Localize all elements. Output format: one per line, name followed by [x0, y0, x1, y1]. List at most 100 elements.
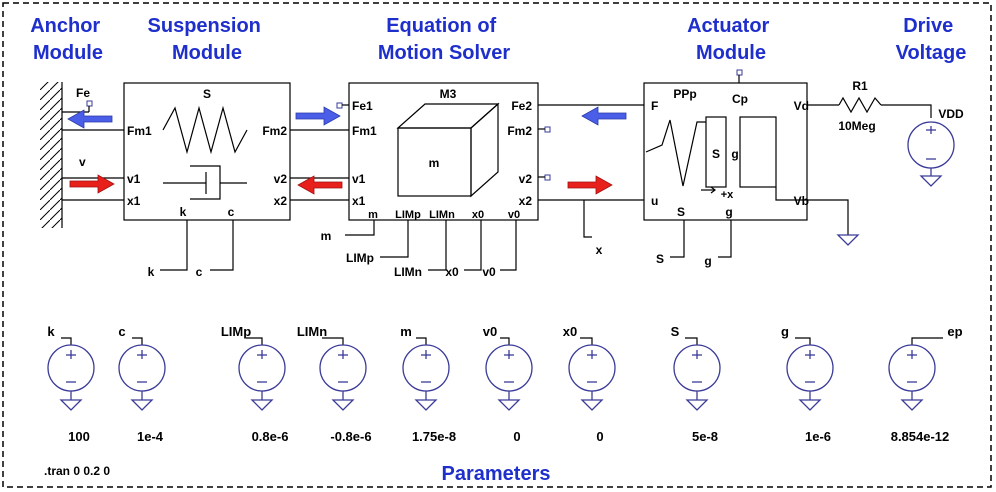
resistor-value: 10Meg — [838, 119, 875, 133]
actuator-port-vd: Vd — [794, 99, 809, 113]
damper-symbol — [163, 165, 247, 200]
actuator-ground-symbol — [836, 234, 860, 246]
suspension-name: S — [203, 87, 211, 101]
vdd-source[interactable] — [907, 121, 955, 187]
suspension-title-line2: Module — [172, 42, 242, 64]
anchor-v-label: v — [79, 155, 86, 169]
actuator-force-arrow — [581, 106, 627, 126]
spring-symbol — [162, 105, 248, 155]
actuator-plus-x: +x — [721, 189, 734, 201]
actuator-motion-arrow — [567, 175, 613, 195]
param-source-7[interactable]: S 5e-8 — [671, 324, 721, 444]
param-source-4[interactable]: m 1.75e-8 — [400, 324, 456, 444]
actuator-title-line1: Actuator — [687, 15, 769, 37]
section-drive-title: Drive Voltage — [896, 15, 967, 64]
section-parameters-title: Parameters — [442, 463, 551, 485]
suspension-port-fm1: Fm1 — [127, 124, 152, 138]
param-value-v0: 0 — [513, 429, 520, 444]
suspension-port-c: c — [228, 205, 235, 219]
param-value-k: 100 — [68, 429, 90, 444]
mass-cube-symbol — [396, 102, 500, 198]
actuator-port-s: S — [677, 205, 685, 219]
net-k-label: k — [148, 265, 155, 279]
solver-port-v0: v0 — [508, 209, 520, 221]
solver-block[interactable] — [348, 82, 539, 221]
section-suspension-title: Suspension Module — [148, 15, 267, 64]
param-name-x0: x0 — [563, 324, 577, 339]
anchor-title-line1: Anchor — [30, 15, 100, 37]
param-source-0[interactable]: k 100 — [47, 324, 95, 444]
actuator-title-line2: Module — [696, 42, 766, 64]
solver-name: M3 — [440, 87, 457, 101]
actuator-port-cp: Cp — [732, 92, 748, 106]
param-value-g: 1e-6 — [805, 429, 831, 444]
anchor-fe-label: Fe — [76, 86, 90, 100]
param-name-S: S — [671, 324, 680, 339]
actuator-inner-s: S — [712, 147, 720, 161]
resistor-name: R1 — [852, 79, 868, 93]
param-name-ep: ep — [947, 324, 962, 339]
param-source-1[interactable]: c 1e-4 — [118, 324, 166, 444]
eom-title-line1: Equation of — [386, 15, 496, 37]
param-value-S: 5e-8 — [692, 429, 718, 444]
param-name-k: k — [47, 324, 55, 339]
net-limp-label: LIMp — [346, 251, 374, 265]
param-value-c: 1e-4 — [137, 429, 164, 444]
param-value-x0: 0 — [596, 429, 603, 444]
param-name-c: c — [118, 324, 125, 339]
suspension-port-fm2: Fm2 — [262, 124, 287, 138]
param-source-9[interactable]: ep 8.854e-12 — [888, 324, 963, 444]
param-value-m: 1.75e-8 — [412, 429, 456, 444]
section-eom-title: Equation of Motion Solver — [378, 15, 510, 64]
resistor-r1[interactable] — [838, 96, 882, 114]
actuator-cp-pin[interactable] — [736, 69, 743, 76]
section-actuator-title: Actuator Module — [687, 15, 775, 64]
vdd-label: VDD — [938, 107, 964, 121]
param-source-3[interactable]: LIMn -0.8e-6 — [297, 324, 372, 444]
solver-port-v2: v2 — [519, 172, 533, 186]
anchor-fe-pin[interactable] — [86, 100, 93, 107]
section-anchor-title: Anchor Module — [30, 15, 106, 64]
solver-port-x0: x0 — [472, 209, 484, 221]
anchor-wall — [40, 82, 63, 228]
param-value-ep: 8.854e-12 — [891, 429, 950, 444]
solver-fe1-pin[interactable] — [336, 102, 343, 109]
solver-port-v1: v1 — [352, 172, 366, 186]
tran-directive: .tran 0 0.2 0 — [44, 464, 110, 478]
param-value-LIMn: -0.8e-6 — [330, 429, 371, 444]
solver-port-fe2: Fe2 — [511, 99, 532, 113]
net-x0-label: x0 — [445, 265, 459, 279]
actuator-comb-symbol — [645, 116, 807, 201]
param-name-m: m — [400, 324, 412, 339]
solver-port-m: m — [368, 209, 378, 221]
suspension-port-x1: x1 — [127, 194, 141, 208]
solver-port-fe1: Fe1 — [352, 99, 373, 113]
suspension-port-x2: x2 — [274, 194, 288, 208]
net-v0-label: v0 — [482, 265, 496, 279]
solver-v2-pin[interactable] — [544, 174, 551, 181]
actuator-port-u: u — [651, 194, 658, 208]
solver-port-limn: LIMn — [429, 209, 455, 221]
net-s-label: S — [656, 252, 664, 266]
suspension-motion-arrow — [297, 175, 343, 195]
param-name-LIMp: LIMp — [221, 324, 251, 339]
net-m-label: m — [321, 229, 332, 243]
actuator-inner-g: g — [731, 147, 738, 161]
drive-title-line1: Drive — [903, 15, 953, 37]
param-source-8[interactable]: g1e-6 — [781, 324, 834, 444]
param-source-5[interactable]: v0 0 — [483, 324, 533, 444]
net-x-label: x — [596, 243, 603, 257]
param-name-v0: v0 — [483, 324, 497, 339]
anchor-title-line2: Module — [33, 42, 103, 64]
suspension-block[interactable] — [123, 82, 291, 221]
param-name-LIMn: LIMn — [297, 324, 327, 339]
param-source-6[interactable]: x0 0 — [563, 324, 616, 444]
net-c-label: c — [196, 265, 203, 279]
solver-fm2-pin[interactable] — [544, 126, 551, 133]
drive-title-line2: Voltage — [896, 42, 967, 64]
